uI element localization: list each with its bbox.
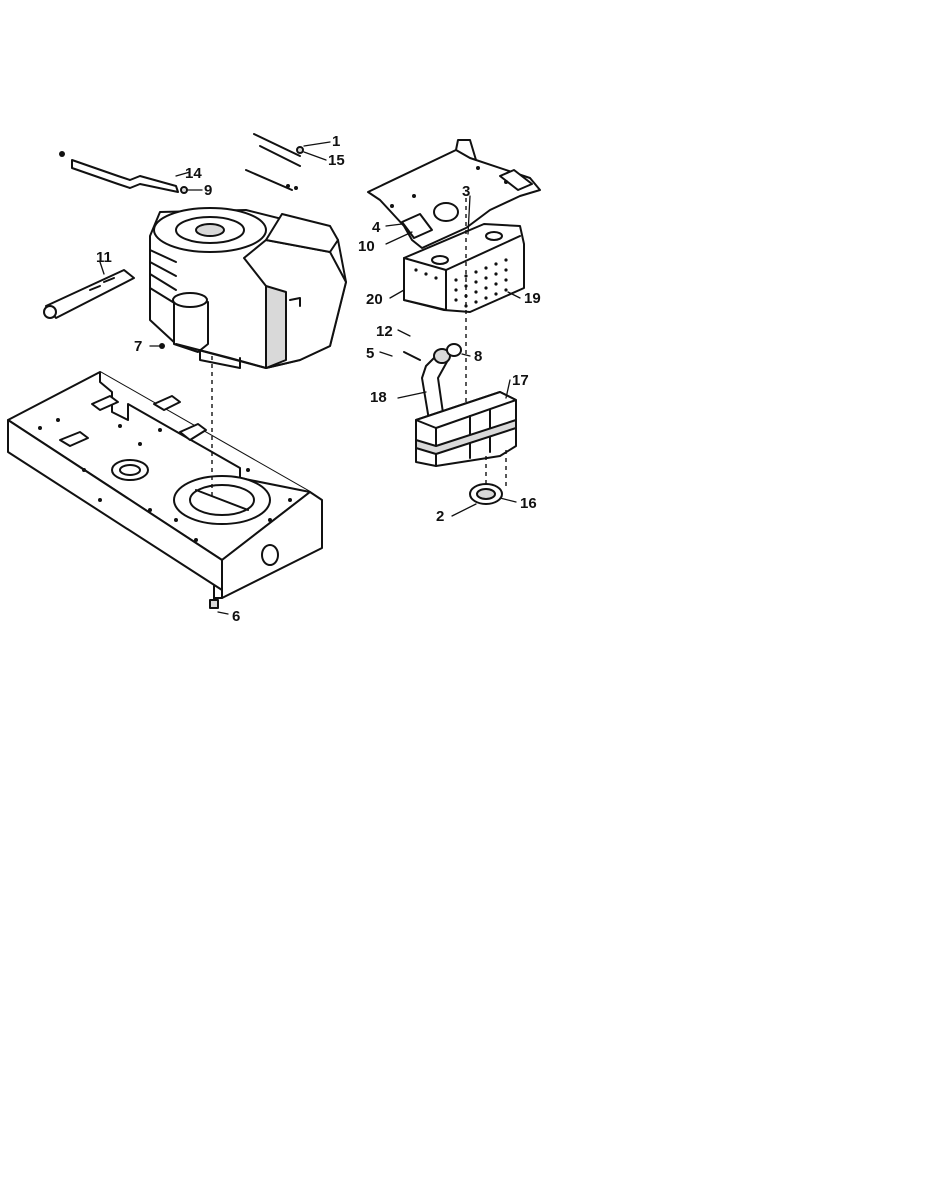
callout-14: 14 xyxy=(185,165,202,182)
callout-15: 15 xyxy=(328,152,345,169)
callout-6: 6 xyxy=(232,608,240,625)
callout-8: 8 xyxy=(474,348,482,365)
callout-1: 1 xyxy=(332,133,340,150)
mounting-bolt xyxy=(209,585,219,609)
engine xyxy=(149,207,347,369)
exhaust-pipe xyxy=(403,343,462,427)
callout-labels: 1 15 14 9 11 7 6 3 4 10 20 19 12 5 8 17 … xyxy=(96,133,541,625)
callout-12: 12 xyxy=(376,323,393,340)
leader-lines xyxy=(99,141,521,615)
muffler-bracket xyxy=(367,139,541,249)
callout-9: 9 xyxy=(204,182,212,199)
callout-20: 20 xyxy=(366,291,383,308)
callout-18: 18 xyxy=(370,389,387,406)
callout-10: 10 xyxy=(358,238,375,255)
muffler xyxy=(415,391,517,467)
muffler-outlet-cap xyxy=(469,483,503,505)
callout-7: 7 xyxy=(134,338,142,355)
throttle-rod xyxy=(59,151,188,194)
callout-3: 3 xyxy=(462,183,470,200)
mounting-frame xyxy=(7,371,323,599)
callout-11: 11 xyxy=(96,249,112,266)
callout-5: 5 xyxy=(366,345,374,362)
choke-lever xyxy=(43,269,135,319)
muffler-heat-shield xyxy=(403,223,525,313)
callout-2: 2 xyxy=(436,508,444,525)
control-cables xyxy=(245,133,304,191)
callout-4: 4 xyxy=(372,219,381,236)
callout-17: 17 xyxy=(512,372,529,389)
callout-16: 16 xyxy=(520,495,537,512)
shield-perforations xyxy=(414,258,508,308)
callout-19: 19 xyxy=(524,290,541,307)
